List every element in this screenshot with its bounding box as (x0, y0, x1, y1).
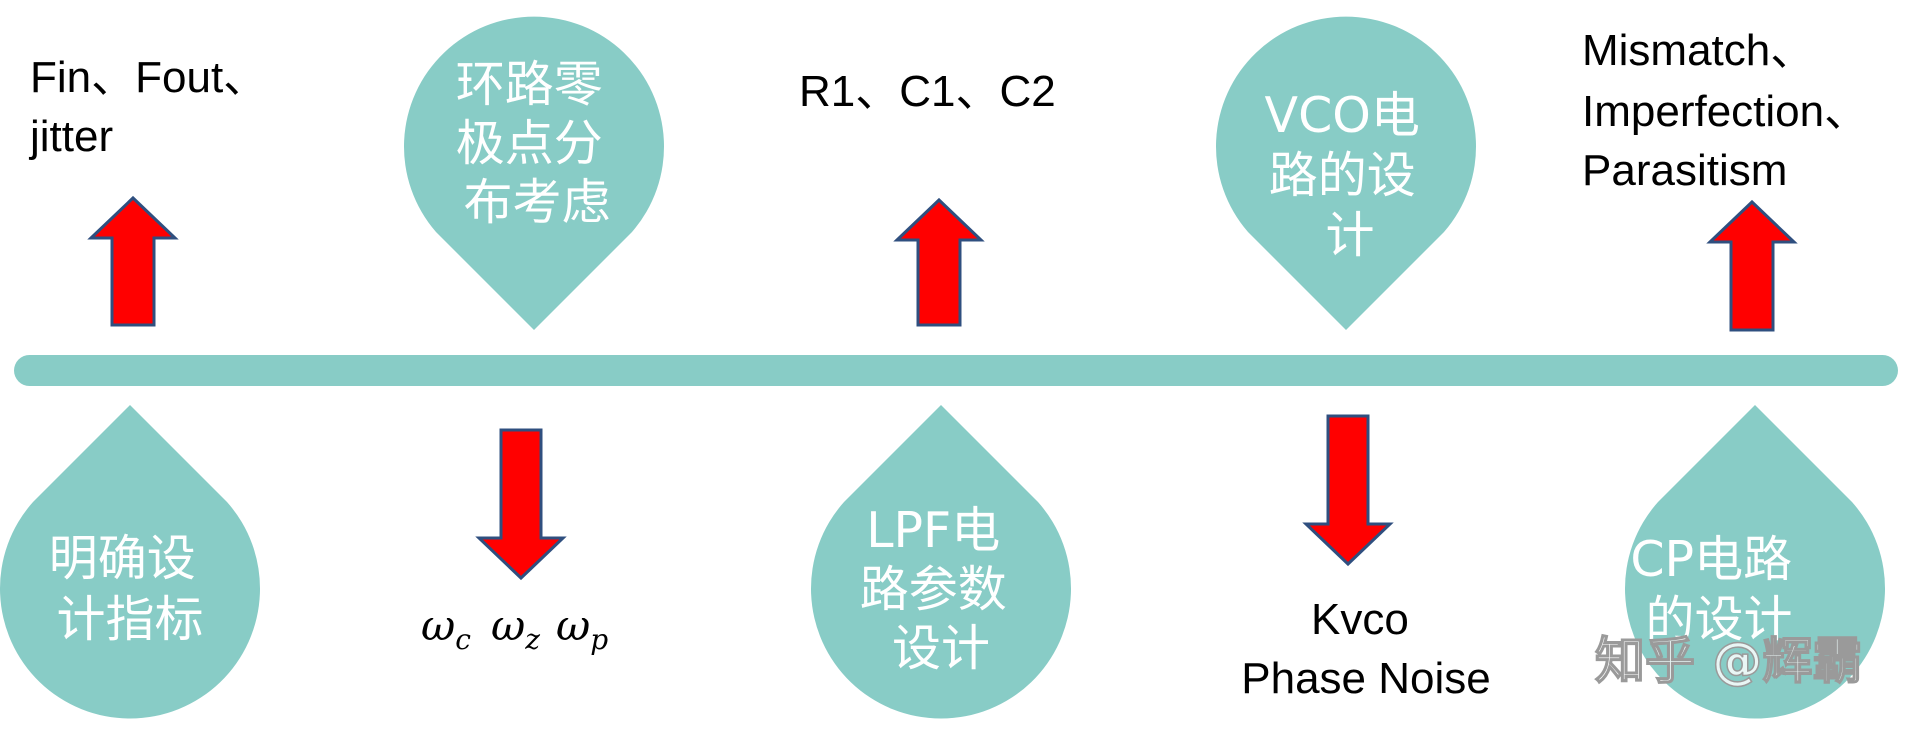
loop-output-symbols: ωc ωz ωp (421, 601, 608, 659)
note-line: R1、C1、C2 (799, 67, 1056, 116)
drop-label-line: 路参数 (860, 561, 1007, 618)
drop-label-line: 计指标 (56, 591, 203, 648)
note-line: Imperfection、 (1582, 87, 1868, 136)
drop-shape-top (403, 16, 664, 331)
note-line: Parasitism (1582, 146, 1787, 195)
drop-label-line: 极点分 (456, 115, 603, 172)
omega-subscript: z (524, 623, 540, 656)
step-spec: 明确设 计指标 (0, 405, 260, 719)
note-line: jitter (28, 112, 113, 161)
note-line: Kvco (1311, 595, 1409, 644)
drop-label-line: 设计 (892, 620, 990, 677)
drop-label: CP电路 的设计 (1630, 531, 1807, 648)
arrow-up-icon (87, 195, 179, 327)
spec-output-text: Fin、Fout、 jitter (28, 53, 279, 161)
arrow-up-icon (1706, 199, 1798, 332)
drop-label-line: 的设计 (1645, 591, 1792, 648)
drop-shape-bottom (1625, 405, 1886, 719)
drop-label: VCO电 路的设 计 (1265, 87, 1436, 264)
drop-label-line: LPF电 (866, 502, 1000, 559)
drop-shape-bottom (811, 405, 1071, 719)
cp-output-text: Mismatch、 Imperfection、 Parasitism (1582, 26, 1880, 195)
omega-symbol: ω (491, 601, 525, 650)
note-line: Mismatch、 (1582, 26, 1814, 75)
drop-shape-bottom (0, 405, 260, 719)
vco-output-text: Kvco Phase Noise (1241, 595, 1490, 703)
drop-label-line: 环路零 (456, 56, 603, 113)
step-lpf: LPF电 路参数 设计 (811, 405, 1071, 719)
drop-shape-top (1216, 16, 1477, 331)
drop-label-line: 计 (1325, 207, 1374, 264)
drop-label: LPF电 路参数 设计 (860, 502, 1023, 677)
drop-label-line: 布考虑 (463, 174, 610, 231)
drop-label-line: 路的设 (1269, 147, 1416, 204)
drop-label: 明确设 计指标 (49, 530, 212, 648)
omega-subscript: c (455, 623, 471, 656)
drop-label-line: VCO电 (1265, 87, 1420, 144)
note-line: Fin、Fout、 (30, 53, 267, 102)
timeline-bar (14, 355, 1898, 386)
step-vco: VCO电 路的设 计 (1216, 16, 1477, 331)
note-line: Phase Noise (1241, 654, 1490, 703)
drop-label-line: CP电路 (1630, 531, 1792, 588)
omega-symbol: ω (556, 601, 590, 650)
omega-subscript: p (590, 623, 608, 656)
arrow-up-icon (893, 197, 985, 327)
lpf-output-text: R1、C1、C2 (799, 67, 1056, 116)
step-cp: CP电路 的设计 (1625, 405, 1886, 719)
step-loop: 环路零 极点分 布考虑 (403, 16, 664, 331)
drop-label-line: 明确设 (49, 530, 196, 587)
drop-label: 环路零 极点分 布考虑 (456, 56, 619, 231)
watermark-text: 知乎 @辉霸 (1595, 632, 1862, 690)
arrow-down-icon (475, 428, 567, 581)
arrow-down-icon (1302, 414, 1394, 567)
omega-symbol: ω (421, 601, 455, 650)
